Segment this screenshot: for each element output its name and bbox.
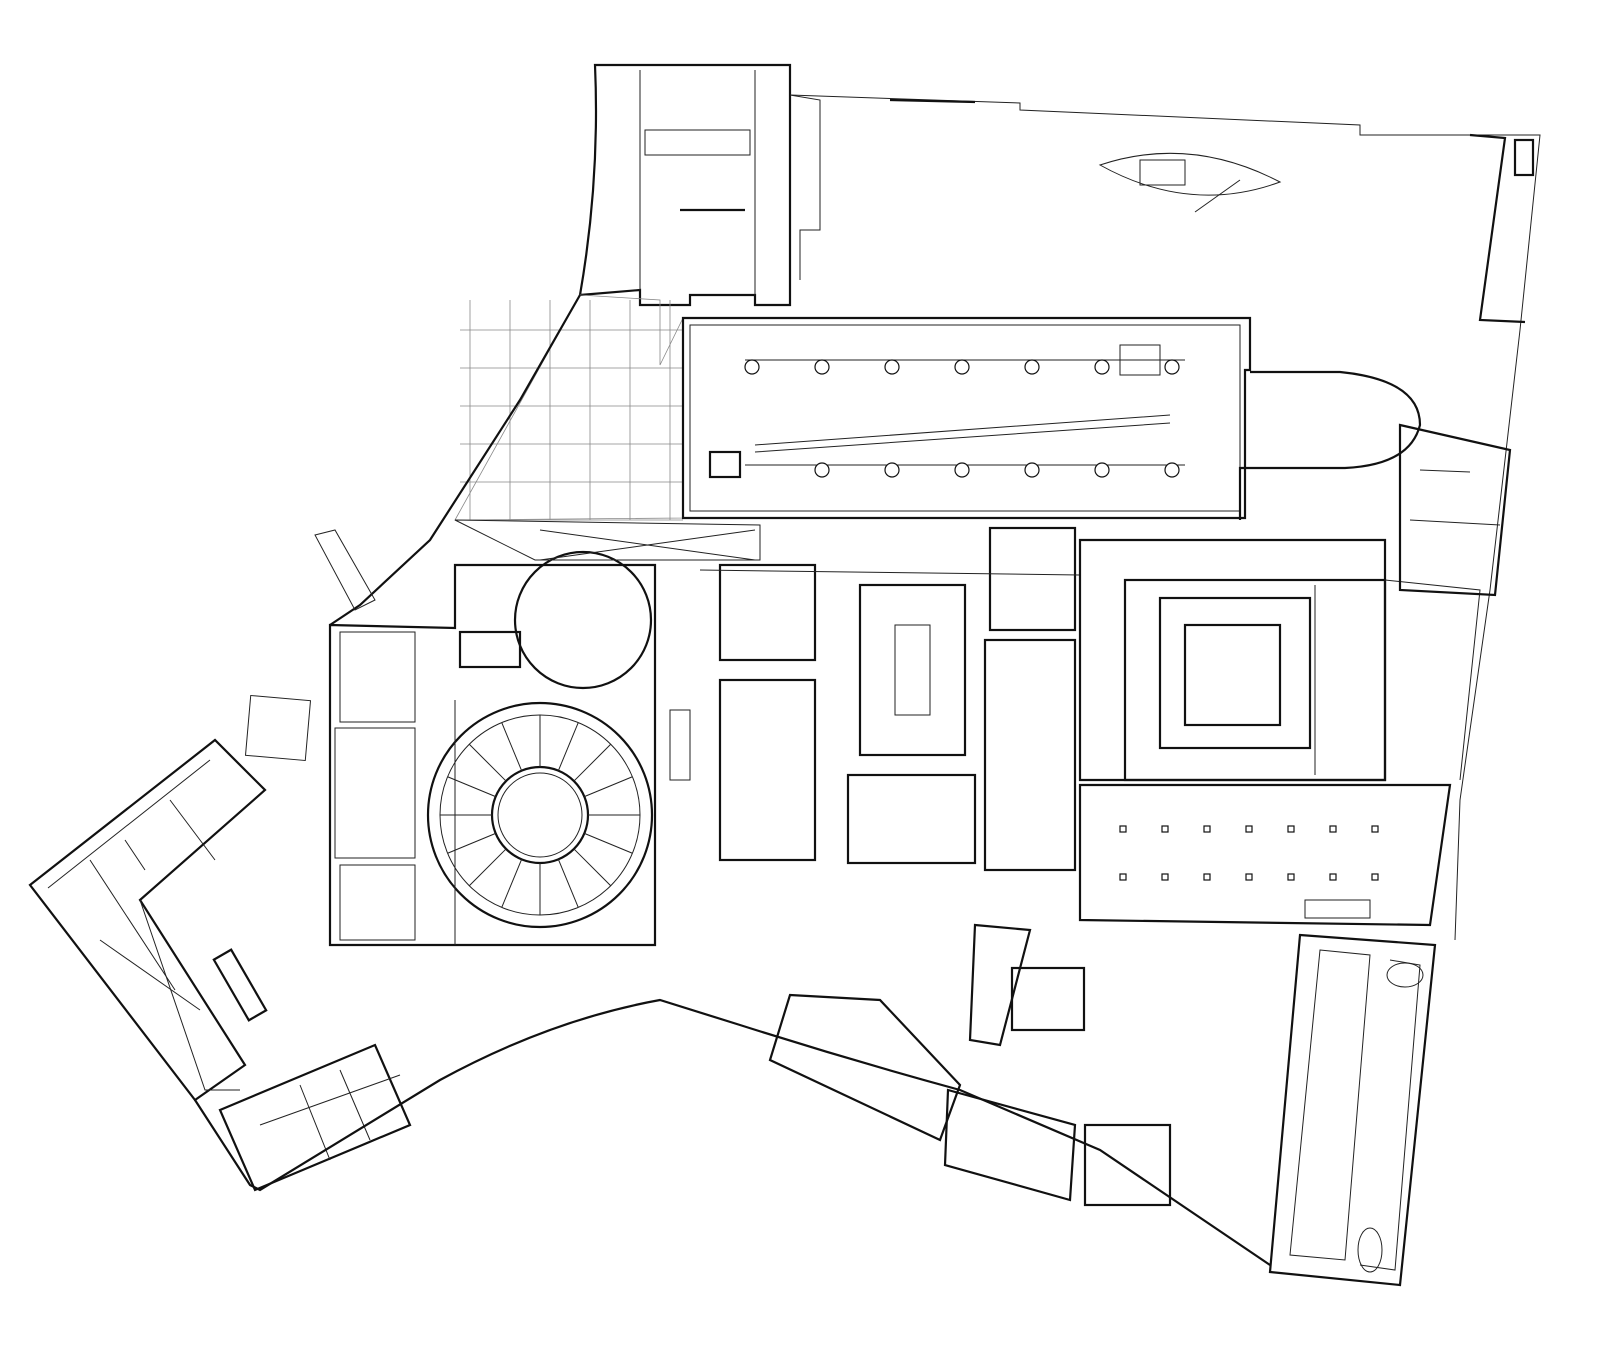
column [1164,462,1180,478]
glazed-court [454,294,684,521]
rotunda-spoke [584,776,633,798]
column [954,462,970,478]
column [1024,462,1040,478]
boat-outline [1098,152,1282,196]
columned-hall [681,316,1252,520]
cloister-building [1078,538,1481,782]
rotunda-building [328,550,657,947]
rotunda-spoke [447,776,496,798]
column [1024,359,1040,375]
rotunda-spoke [447,832,496,854]
column [744,359,760,375]
west-boundary [314,294,581,626]
pillar [1161,825,1169,833]
rotunda-spoke [584,832,633,854]
south-boundary [194,998,1271,1266]
pillar [1119,873,1127,881]
pillar [1245,873,1253,881]
rotunda-spoke [468,848,507,887]
column [1094,359,1110,375]
pillar [1287,825,1295,833]
pillar [1371,825,1379,833]
pillar [1329,825,1337,833]
column [954,359,970,375]
rotunda-spoke [557,859,579,908]
rotunda-spoke [468,743,507,782]
rotunda-spoke [573,848,612,887]
north-wing [578,63,821,307]
north-courtyard [789,94,1541,941]
pillar [1203,873,1211,881]
pillar [1161,873,1169,881]
pillar [1203,825,1211,833]
column [814,462,830,478]
east-wing [1268,423,1512,1287]
column [814,359,830,375]
rotunda-spoke [557,722,579,771]
rotunda-spoke [501,722,523,771]
column [884,462,900,478]
pillar [1371,873,1379,881]
pillared-hall [1078,783,1452,927]
pillar [1245,825,1253,833]
column [884,359,900,375]
rotunda-spoke [501,859,523,908]
pillar [1287,873,1295,881]
pillar [1329,873,1337,881]
apse-chapel [1238,370,1422,520]
south-buildings [218,923,1172,1207]
southwest-wing [28,694,312,1102]
passage [454,519,761,561]
column [1094,462,1110,478]
column [1164,359,1180,375]
rotunda-spoke [573,743,612,782]
central-blocks [669,526,1081,872]
pillar [1119,825,1127,833]
